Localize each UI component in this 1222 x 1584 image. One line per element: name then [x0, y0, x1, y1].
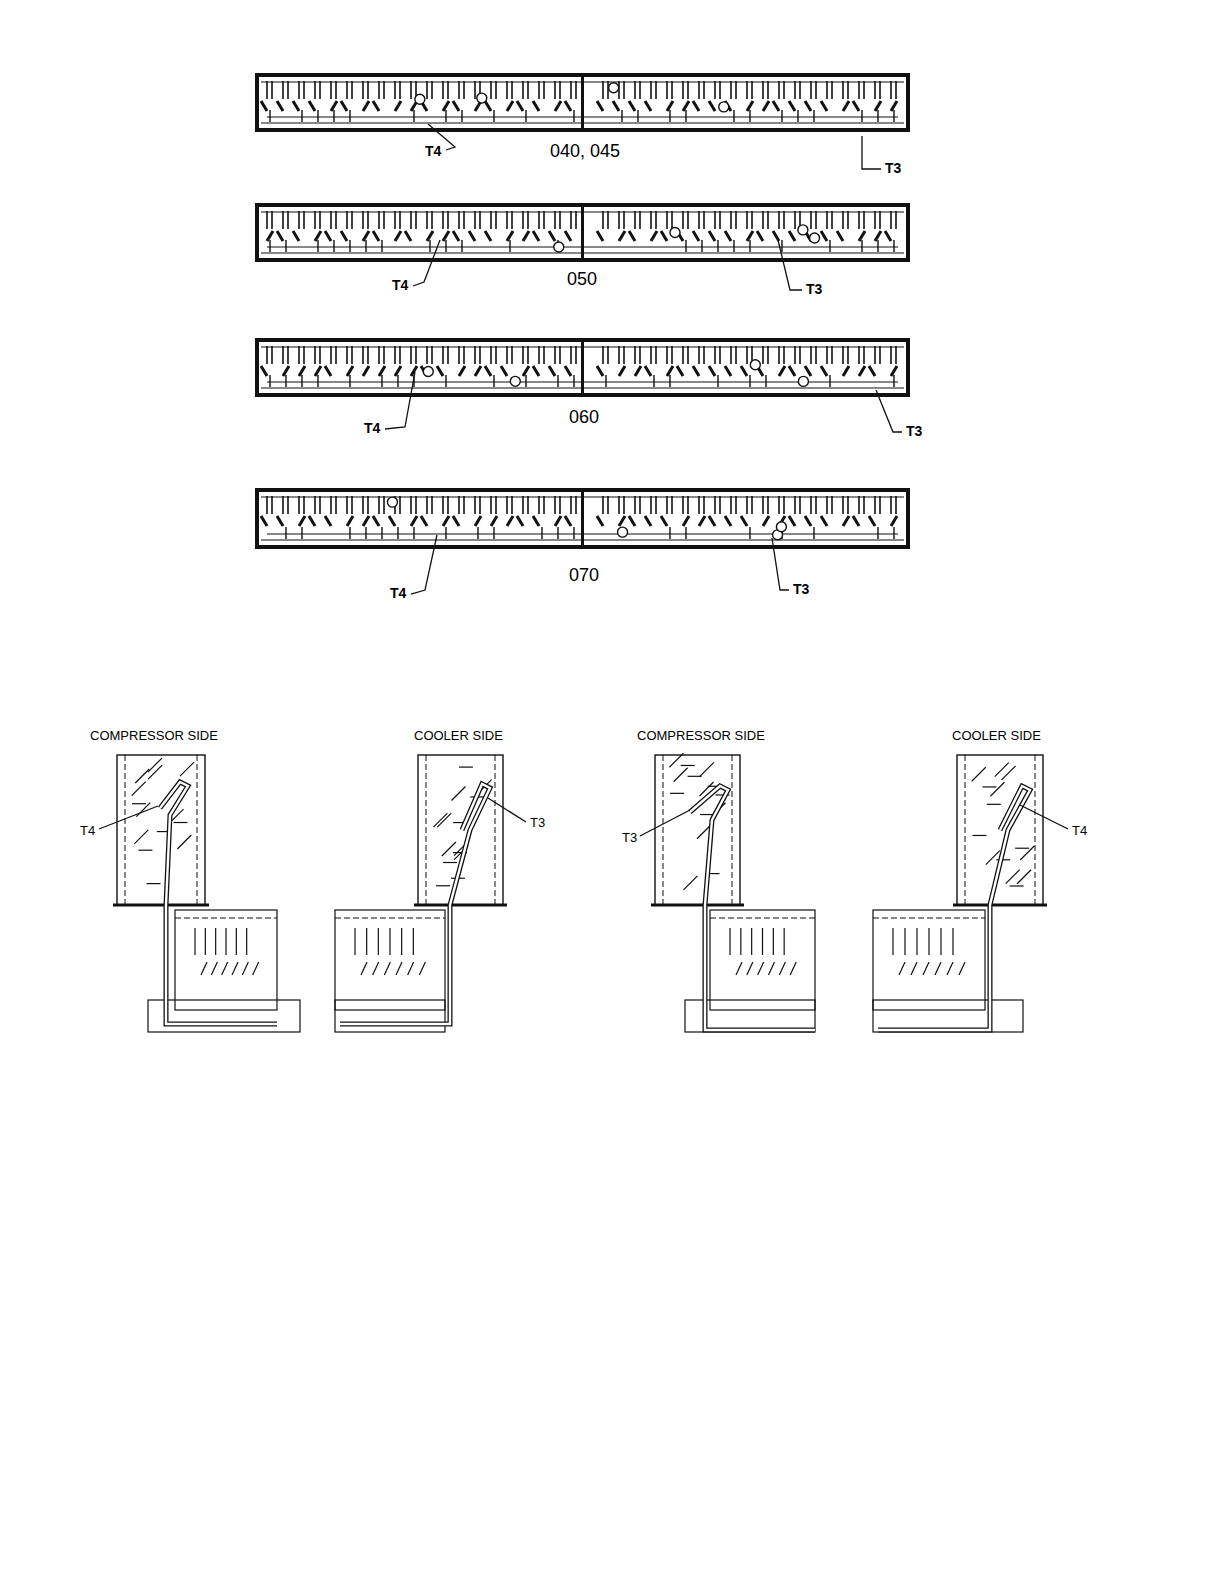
sensor-callout: T4 — [390, 586, 406, 601]
leader-line — [413, 240, 440, 286]
coil-top-view — [257, 490, 908, 547]
model-number: 060 — [569, 408, 599, 428]
sensor-callout: T4 — [80, 824, 95, 838]
coil-top-view — [257, 340, 908, 395]
sensor-callout: T3 — [530, 816, 545, 830]
sensor-callout: T4 — [392, 278, 408, 293]
sensor-callout: T4 — [364, 421, 380, 436]
model-number: 050 — [567, 270, 597, 290]
view-heading: COOLER SIDE — [414, 729, 503, 743]
view-heading: COMPRESSOR SIDE — [90, 729, 218, 743]
leader-line — [876, 390, 902, 432]
sensor-callout: T3 — [793, 582, 809, 597]
sensor-callout: T4 — [1072, 824, 1087, 838]
leader-line — [488, 798, 526, 822]
coil-top-view — [257, 75, 908, 130]
view-heading: COMPRESSOR SIDE — [637, 729, 765, 743]
sensor-callout: T3 — [906, 424, 922, 439]
coil-side-view — [113, 755, 300, 1032]
coil-side-view — [873, 755, 1047, 1032]
leader-line — [385, 372, 415, 429]
leader-line — [862, 136, 881, 169]
coil-side-view — [335, 755, 507, 1032]
coil-top-view — [257, 205, 908, 260]
leader-lines — [99, 124, 1068, 836]
leader-line — [778, 240, 802, 290]
leader-line — [1020, 805, 1068, 829]
sensor-callout: T3 — [806, 282, 822, 297]
leader-line — [411, 535, 437, 594]
view-heading: COOLER SIDE — [952, 729, 1041, 743]
leader-line — [99, 806, 158, 829]
model-number: 070 — [569, 566, 599, 586]
sensor-callout: T3 — [885, 161, 901, 176]
sensor-callout: T4 — [425, 144, 441, 159]
sensor-callout: T3 — [622, 831, 637, 845]
leader-line — [772, 538, 789, 590]
leader-line — [640, 810, 690, 836]
coil-side-view — [651, 753, 815, 1032]
model-number: 040, 045 — [550, 142, 620, 162]
